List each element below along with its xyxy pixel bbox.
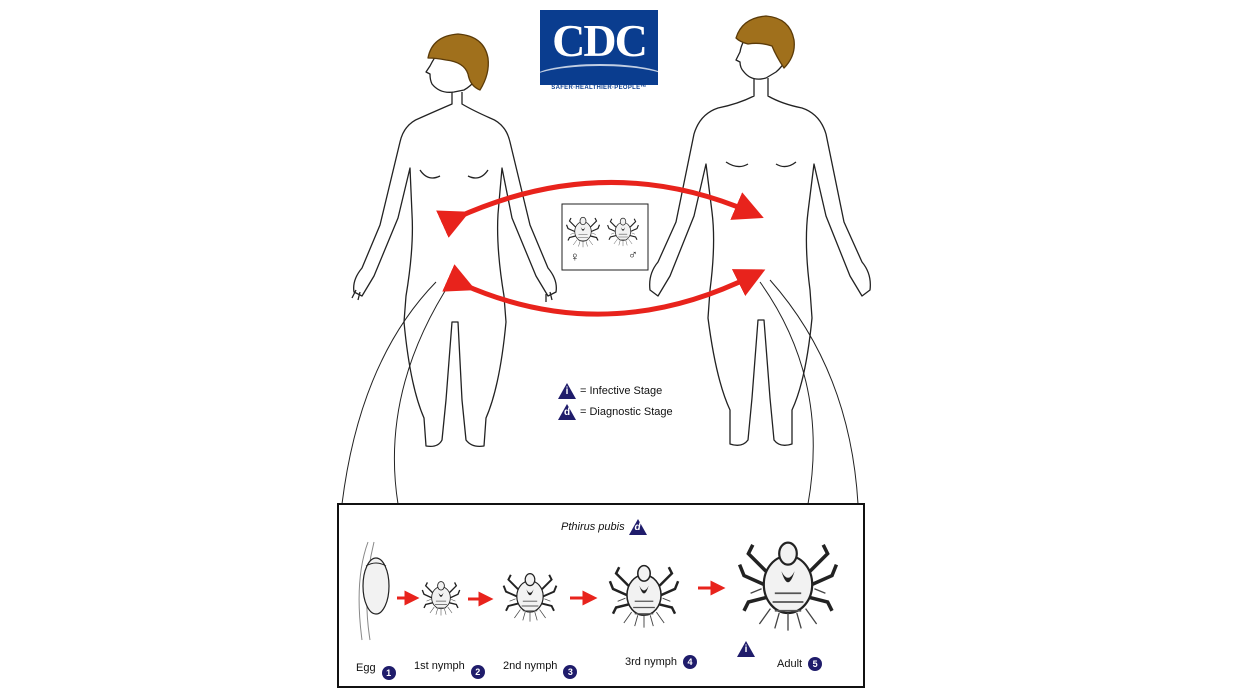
cdc-logo-tagline: SAFER·HEALTHIER·PEOPLE™ (551, 85, 647, 91)
male-hair (735, 15, 795, 69)
stage-number: 2 (470, 665, 485, 679)
infective-stage-icon: i (558, 383, 576, 399)
stage-label: 3rd nymph (625, 656, 677, 668)
species-diagnostic-icon: d (628, 519, 647, 535)
male-body-outline (649, 78, 871, 446)
connector-lines (341, 279, 859, 505)
stage-number: 3 (563, 665, 578, 679)
female-chest (419, 169, 489, 179)
stage-label: Egg (356, 662, 376, 674)
female-body-outline (353, 92, 557, 448)
arrow-upper (436, 180, 764, 238)
egg-illustration (358, 541, 390, 641)
female-hair (427, 33, 489, 91)
male-figure (649, 15, 871, 446)
legend-infective: i = Infective Stage (558, 383, 662, 399)
stage-label: Adult (777, 658, 803, 670)
arrow-lower (442, 264, 766, 317)
species-title: Pthirus pubis d (561, 519, 647, 535)
stage-1st-nymph: 1st nymph 2 (414, 653, 485, 679)
female-hands (351, 289, 553, 302)
stage-egg: Egg 1 (356, 656, 396, 680)
stage-arrows (397, 580, 726, 607)
legend-diagnostic-label: = Diagnostic Stage (580, 406, 673, 418)
cdc-logo-text: CDC (552, 15, 648, 66)
stage-number: 4 (682, 655, 697, 669)
stage-2nd-nymph: 2nd nymph 3 (503, 653, 578, 679)
stage-label: 2nd nymph (503, 660, 558, 672)
transmission-arrows (436, 180, 766, 317)
stage-label: 1st nymph (414, 660, 465, 672)
adult-infective-icon: i (737, 641, 755, 657)
stage-number: 5 (808, 657, 823, 671)
cdc-logo-sweep (540, 64, 658, 85)
male-chest (725, 161, 797, 168)
female-symbol: ♀ (570, 249, 580, 264)
cdc-logo: CDC (540, 10, 658, 85)
species-name: Pthirus pubis (561, 521, 625, 533)
female-figure (351, 33, 557, 448)
male-symbol: ♂ (628, 247, 638, 262)
diagnostic-stage-icon: d (558, 404, 576, 420)
legend-infective-label: = Infective Stage (580, 385, 663, 397)
stage-number: 1 (381, 666, 396, 680)
stage-adult: Adult 5 (777, 657, 823, 671)
legend-diagnostic: d = Diagnostic Stage (558, 404, 673, 420)
stage-3rd-nymph: 3rd nymph 4 (625, 655, 697, 669)
